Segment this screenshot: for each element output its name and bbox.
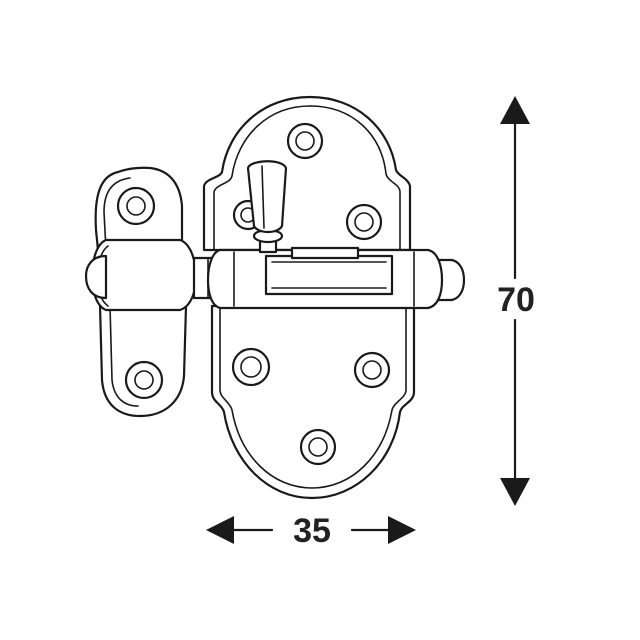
bolt-housing bbox=[206, 246, 444, 310]
bolt-knob bbox=[246, 160, 288, 254]
arrow-down-icon bbox=[500, 478, 530, 506]
arrow-right-icon bbox=[388, 516, 416, 544]
screw-hole-lower-right bbox=[353, 351, 391, 389]
screw-hole-upper-right bbox=[345, 203, 383, 241]
screw-hole-bottom bbox=[299, 428, 337, 466]
dimension-height: 70 bbox=[497, 96, 535, 506]
dimension-height-label: 70 bbox=[497, 281, 535, 319]
arrow-up-icon bbox=[500, 96, 530, 124]
screw-hole-lower-left bbox=[231, 347, 271, 387]
arrow-left-icon bbox=[206, 516, 234, 544]
screw-hole-top bbox=[286, 122, 324, 160]
screw-holes bbox=[231, 122, 391, 466]
dimension-width-label: 35 bbox=[293, 512, 331, 550]
keeper-hole-bottom bbox=[124, 360, 164, 400]
keeper-hole-top bbox=[116, 186, 156, 226]
dimension-width: 35 bbox=[206, 512, 416, 550]
keeper-bracket bbox=[90, 166, 198, 418]
